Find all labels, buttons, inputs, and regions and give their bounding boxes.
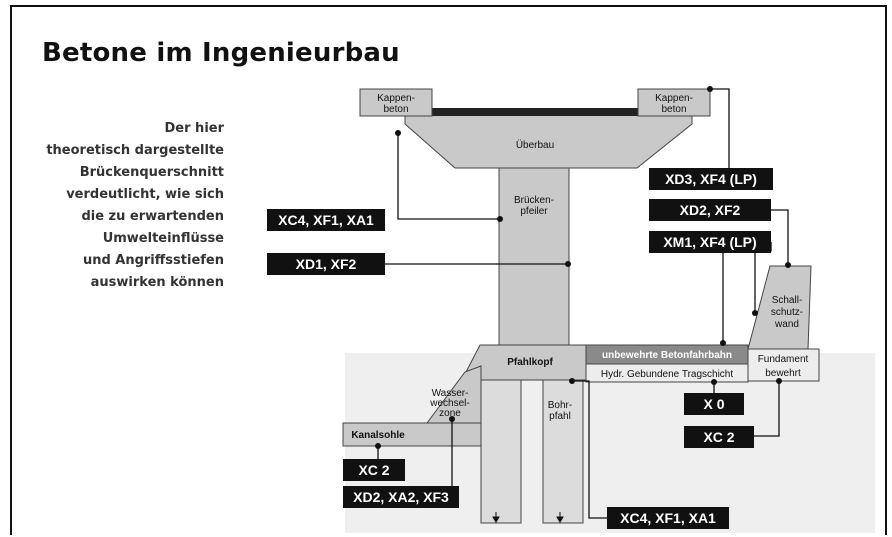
tag-xd2-xa2-xf3-label: XD2, XA2, XF3 [353, 489, 449, 505]
tag-xd1-xf2-label: XD1, XF2 [296, 256, 357, 272]
description-line: verdeutlicht, wie sich [66, 187, 224, 202]
frame-border-top [10, 5, 886, 7]
tag-xc4-xf1-xa1-bottom: XC4, XF1, XA1 [607, 507, 729, 529]
description-line: und Angriffsstiefen [82, 253, 224, 268]
frame-border-right [885, 5, 887, 535]
schallschutzwand-label-2: schutz- [771, 307, 803, 318]
description-line: Brückenquerschnitt [79, 165, 224, 180]
fundament-label-2: bewehrt [765, 368, 801, 379]
wasserwechselzone-label-2: wechsel- [429, 398, 469, 409]
tag-xc2-right-label: XC 2 [703, 429, 734, 445]
description-line: Der hier [164, 121, 224, 136]
tag-xc2-right: XC 2 [684, 426, 754, 448]
leader-dots [375, 86, 791, 449]
betonfahrbahn-label: unbewehrte Betonfahrbahn [602, 350, 732, 361]
tag-x0: X 0 [684, 393, 744, 415]
page-title: Betone im Ingenieurbau [42, 38, 400, 68]
pfahlkopf-label: Pfahlkopf [507, 357, 553, 368]
arrow-down-icon [492, 512, 564, 523]
brueckenpfeiler [498, 167, 570, 347]
bohrpfahl-left [480, 379, 522, 524]
kappenbeton-left [359, 88, 433, 117]
frame-border-left [10, 5, 12, 535]
tag-xd2-xf2: XD2, XF2 [649, 199, 771, 221]
kanalsohle [342, 422, 482, 447]
description-line: die zu erwartenden [81, 209, 224, 224]
bohrpfahl-label-1: Bohr- [548, 400, 572, 411]
schallschutzwand [747, 265, 812, 350]
tag-xd3-xf4-label: XD3, XF4 (LP) [665, 171, 757, 187]
road-surface [432, 108, 639, 116]
schallschutzwand-label-3: wand [774, 319, 799, 330]
tag-xd1-xf2: XD1, XF2 [267, 253, 385, 275]
kappen-left-label-2: beton [383, 104, 408, 115]
tragschicht-label: Hydr. Gebundene Tragschicht [601, 369, 734, 380]
tag-xc4-xf1-xa1-top-label: XC4, XF1, XA1 [278, 212, 374, 228]
bohrpfahl-right [542, 379, 584, 524]
pfeiler-label-1: Brücken- [514, 195, 554, 206]
schallschutzwand-label-1: Schall- [772, 295, 803, 306]
description-line: Umwelteinflüsse [102, 231, 224, 246]
kappenbeton-right [637, 88, 711, 117]
fundament [747, 348, 820, 382]
description-line: auswirken können [90, 275, 224, 290]
kappen-right-label-2: beton [661, 104, 686, 115]
leader-lines [377, 88, 789, 519]
kappen-right-label-1: Kappen- [655, 93, 693, 104]
tag-xc4-xf1-xa1-bottom-label: XC4, XF1, XA1 [620, 510, 716, 526]
kappen-left-label-1: Kappen- [377, 93, 415, 104]
tag-x0-label: X 0 [703, 396, 724, 412]
fundament-label-1: Fundament [758, 354, 809, 365]
pfeiler-label-2: pfeiler [520, 206, 548, 217]
description-text: Der hier theoretisch dargestellte Brücke… [40, 118, 224, 294]
tag-xd2-xf2-label: XD2, XF2 [680, 202, 741, 218]
wasserwechselzone-label-3: zone [439, 408, 461, 419]
pfahlkopf [465, 344, 587, 381]
kanalsohle-label: Kanalsohle [351, 430, 405, 441]
tag-xd3-xf4: XD3, XF4 (LP) [649, 168, 773, 190]
tag-xm1-xf4-label: XM1, XF4 (LP) [663, 234, 756, 250]
wasserwechselzone-label-1: Wasser- [432, 388, 469, 399]
tag-xc2-left-label: XC 2 [358, 462, 389, 478]
ueberbau-label: Überbau [516, 139, 554, 151]
tag-xm1-xf4: XM1, XF4 (LP) [649, 231, 771, 253]
tag-xd2-xa2-xf3: XD2, XA2, XF3 [343, 486, 459, 508]
tag-xc4-xf1-xa1-top: XC4, XF1, XA1 [267, 209, 385, 231]
tag-xc2-left: XC 2 [343, 459, 405, 481]
description-line: theoretisch dargestellte [46, 143, 224, 158]
bohrpfahl-label-2: pfahl [549, 411, 571, 422]
